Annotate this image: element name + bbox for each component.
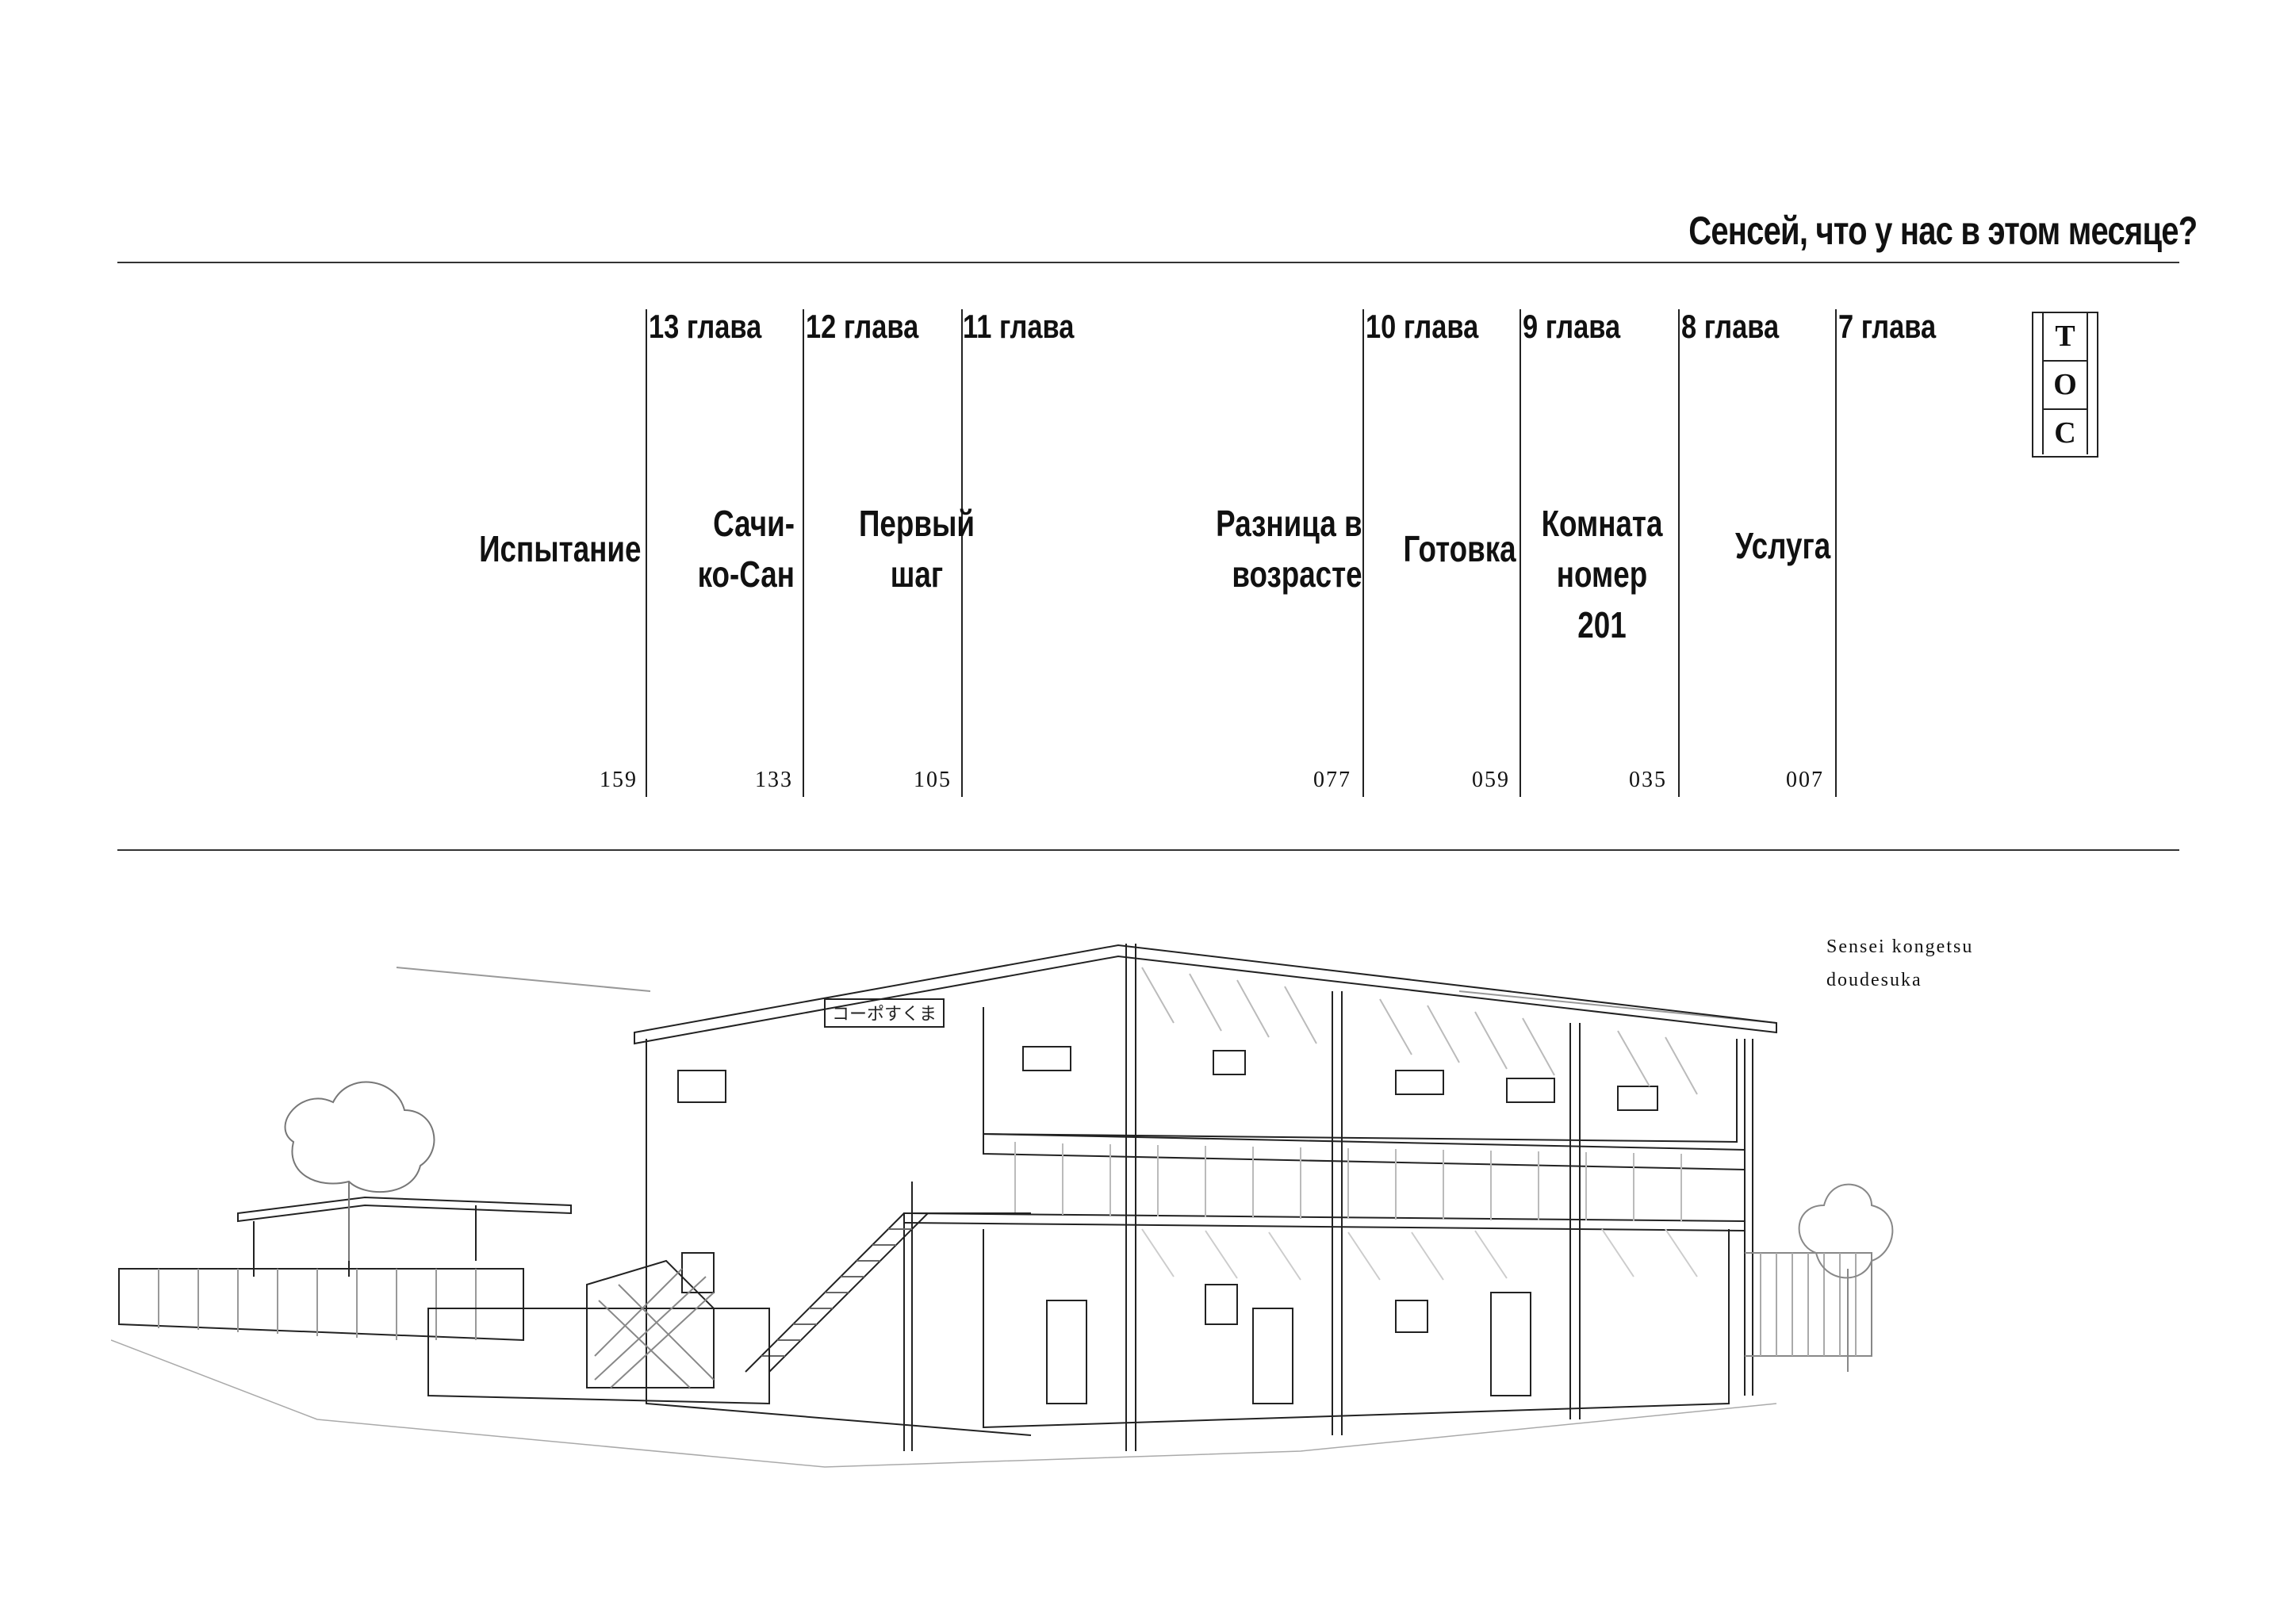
page-number-8: 035 — [1629, 768, 1667, 792]
romaji-subtitle: Sensei kongetsu doudesuka — [1826, 930, 2064, 997]
chapter-label-9: 9 глава — [1523, 308, 1621, 345]
column-divider — [961, 309, 963, 797]
chapter-label-13: 13 глава — [649, 308, 762, 345]
column-divider — [1362, 309, 1364, 797]
page-title: Сенсей, что у нас в этом месяце? — [1688, 209, 2198, 253]
column-divider — [1678, 309, 1680, 797]
page-number-13: 159 — [600, 768, 638, 792]
building-sign-text: コーポすくま — [832, 1005, 937, 1025]
top-divider — [117, 262, 2179, 263]
page-number-12: 133 — [755, 768, 793, 792]
column-divider — [646, 309, 647, 797]
chapter-title-10: Разница в возрасте — [1216, 503, 1362, 595]
chapter-label-10: 10 глава — [1366, 308, 1479, 345]
chapter-title-9: Готовка — [1403, 528, 1516, 569]
chapter-label-12: 12 глава — [806, 308, 919, 345]
toc-letter: T — [2044, 313, 2087, 362]
chapter-title-7: Услуга — [1734, 525, 1830, 566]
page-number-7: 007 — [1786, 768, 1824, 792]
chapter-label-11: 11 глава — [963, 308, 1075, 345]
column-divider — [1835, 309, 1837, 797]
page-number-10: 077 — [1313, 768, 1351, 792]
chapter-title-11: Первый шаг — [858, 503, 975, 595]
chapter-title-8: Комната номер 201 — [1541, 503, 1663, 645]
chapter-title-12: Сачи- ко-Сан — [697, 503, 795, 595]
apartment-building-illustration: コーポすくま — [111, 944, 1894, 1468]
page-number-9: 059 — [1472, 768, 1510, 792]
chapter-label-8: 8 глава — [1681, 308, 1780, 345]
toc-letter: O — [2044, 362, 2087, 410]
column-divider — [803, 309, 804, 797]
subtitle-line-1: Sensei kongetsu — [1826, 936, 1974, 957]
chapter-label-7: 7 глава — [1838, 308, 1937, 345]
toc-letter: C — [2054, 416, 2076, 450]
subtitle-line-2: doudesuka — [1826, 970, 1922, 990]
chapter-title-13: Испытание — [478, 528, 641, 569]
bottom-divider — [117, 849, 2179, 851]
toc-badge: T O C — [2032, 312, 2098, 458]
column-divider — [1519, 309, 1521, 797]
page-number-11: 105 — [914, 768, 952, 792]
